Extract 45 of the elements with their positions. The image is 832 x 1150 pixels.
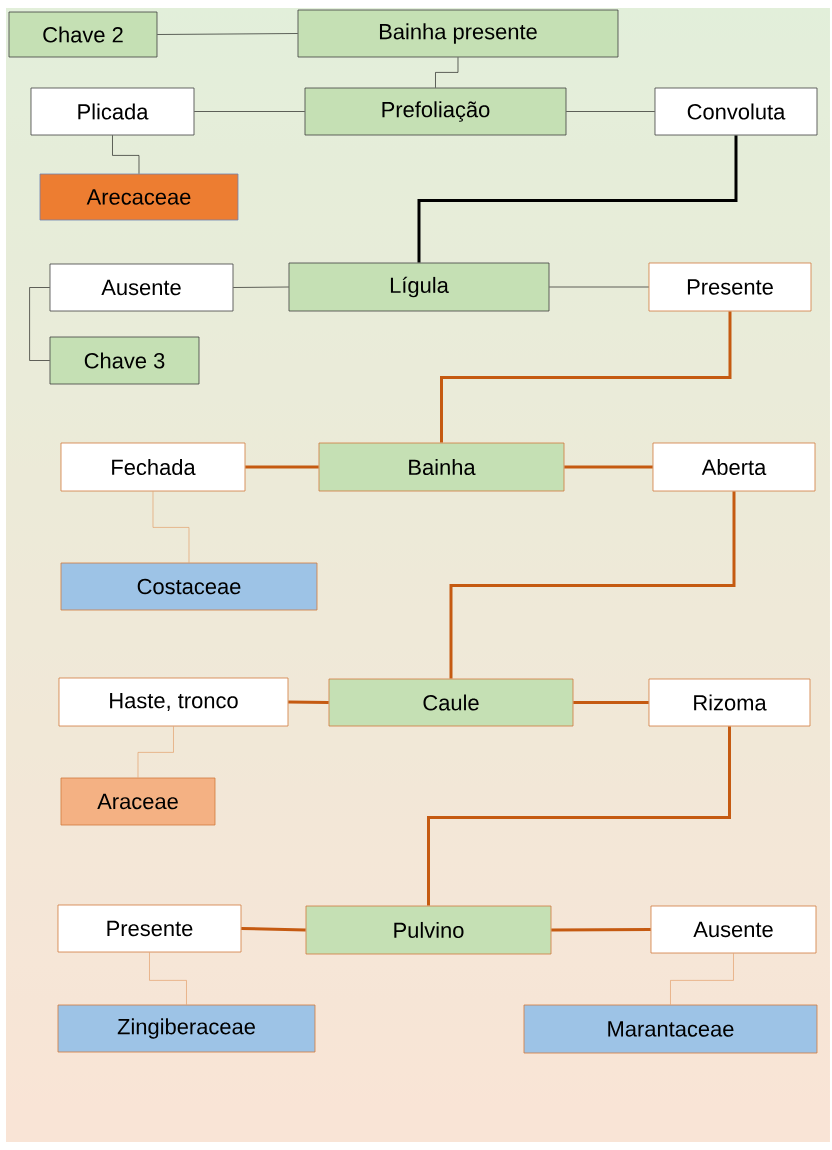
connector-line: [194, 111, 305, 112]
connector-line: [573, 701, 649, 704]
character-box: Prefoliação: [304, 87, 567, 136]
connector-line: [549, 286, 649, 288]
connector-line: [440, 311, 732, 443]
family-box: Araceae: [60, 777, 216, 826]
connector-line: [149, 952, 187, 1005]
key-box: Chave 2: [8, 11, 158, 58]
connector-line: [449, 491, 736, 679]
state-box: Convoluta: [654, 87, 818, 136]
family-box: Marantaceae: [523, 1004, 818, 1054]
connector-line: [670, 953, 734, 1005]
state-box: Presente: [648, 262, 812, 312]
connector-line: [233, 286, 289, 288]
state-box: Fechada: [60, 442, 246, 492]
connector-line: [137, 726, 174, 778]
state-box: Haste, tronco: [58, 677, 289, 727]
connector-line: [245, 465, 319, 469]
character-box: Caule: [328, 678, 574, 727]
connector-line: [566, 111, 655, 112]
state-box: Ausente: [49, 263, 234, 312]
connector-line: [551, 928, 651, 932]
connector-line: [288, 700, 329, 704]
connector-line: [112, 135, 140, 174]
connector-line: [152, 491, 190, 563]
state-box: Presente: [57, 904, 242, 953]
family-box: Zingiberaceae: [57, 1004, 316, 1053]
family-box: Costaceae: [60, 562, 318, 611]
key-box: Chave 3: [49, 336, 200, 385]
connector-line: [435, 57, 459, 88]
state-box: Plicada: [30, 87, 195, 136]
family-box: Arecaceae: [39, 173, 239, 221]
connector-line: [241, 927, 306, 932]
state-box: Rizoma: [648, 678, 811, 727]
state-box: Aberta: [652, 442, 816, 492]
connector-line: [29, 287, 50, 361]
character-box: Pulvino: [305, 905, 552, 955]
connector-line: [564, 465, 653, 469]
connector-line: [157, 33, 298, 35]
connector-line: [427, 726, 731, 906]
state-box: Ausente: [650, 905, 817, 954]
character-box: Bainha: [318, 442, 565, 492]
character-box: Lígula: [288, 262, 550, 312]
character-box: Bainha presente: [297, 9, 619, 58]
connector-line: [417, 135, 738, 263]
